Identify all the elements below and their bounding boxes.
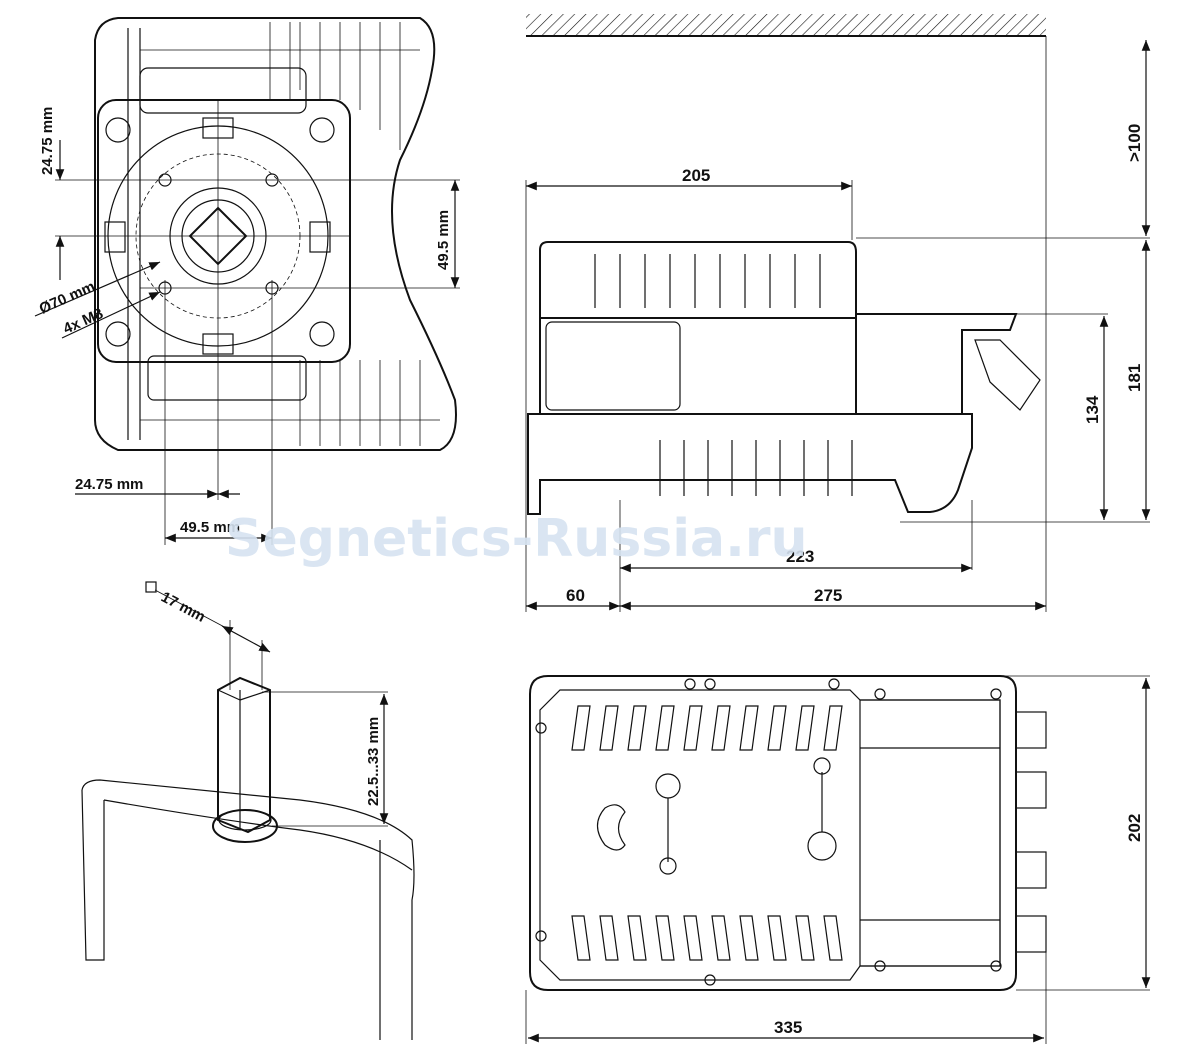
dim-223: 223 (786, 547, 814, 566)
dim-275: 275 (814, 586, 842, 605)
shaft-view: 17 mm 22.5...33 mm (81, 581, 415, 1040)
side-view: 205 >100 181 134 223 60 275 (525, 14, 1151, 612)
dim-335: 335 (774, 1018, 802, 1037)
dim-clearance: >100 (1125, 124, 1144, 162)
dim-134: 134 (1083, 395, 1102, 424)
dim-offset-horizontal: 24.75 mm (75, 476, 143, 493)
front-view: 24.75 mm 49.5 mm Ø70 mm 4x M8 24.75 mm 4… (34, 17, 460, 545)
watermark: Segnetics-Russia.ru (225, 509, 808, 569)
dim-60: 60 (566, 586, 585, 605)
dim-202: 202 (1125, 814, 1144, 842)
dim-205: 205 (682, 166, 710, 185)
dim-offset-vertical: 24.75 mm (39, 107, 56, 175)
top-view: 202 335 (525, 675, 1151, 1044)
dim-181: 181 (1125, 364, 1144, 392)
dim-pitch-horizontal: 49.5 mm (180, 519, 240, 536)
dim-square-size: 17 mm (158, 589, 208, 626)
dim-pitch-vertical: 49.5 mm (435, 210, 452, 270)
dim-shaft-length: 22.5...33 mm (365, 717, 382, 806)
